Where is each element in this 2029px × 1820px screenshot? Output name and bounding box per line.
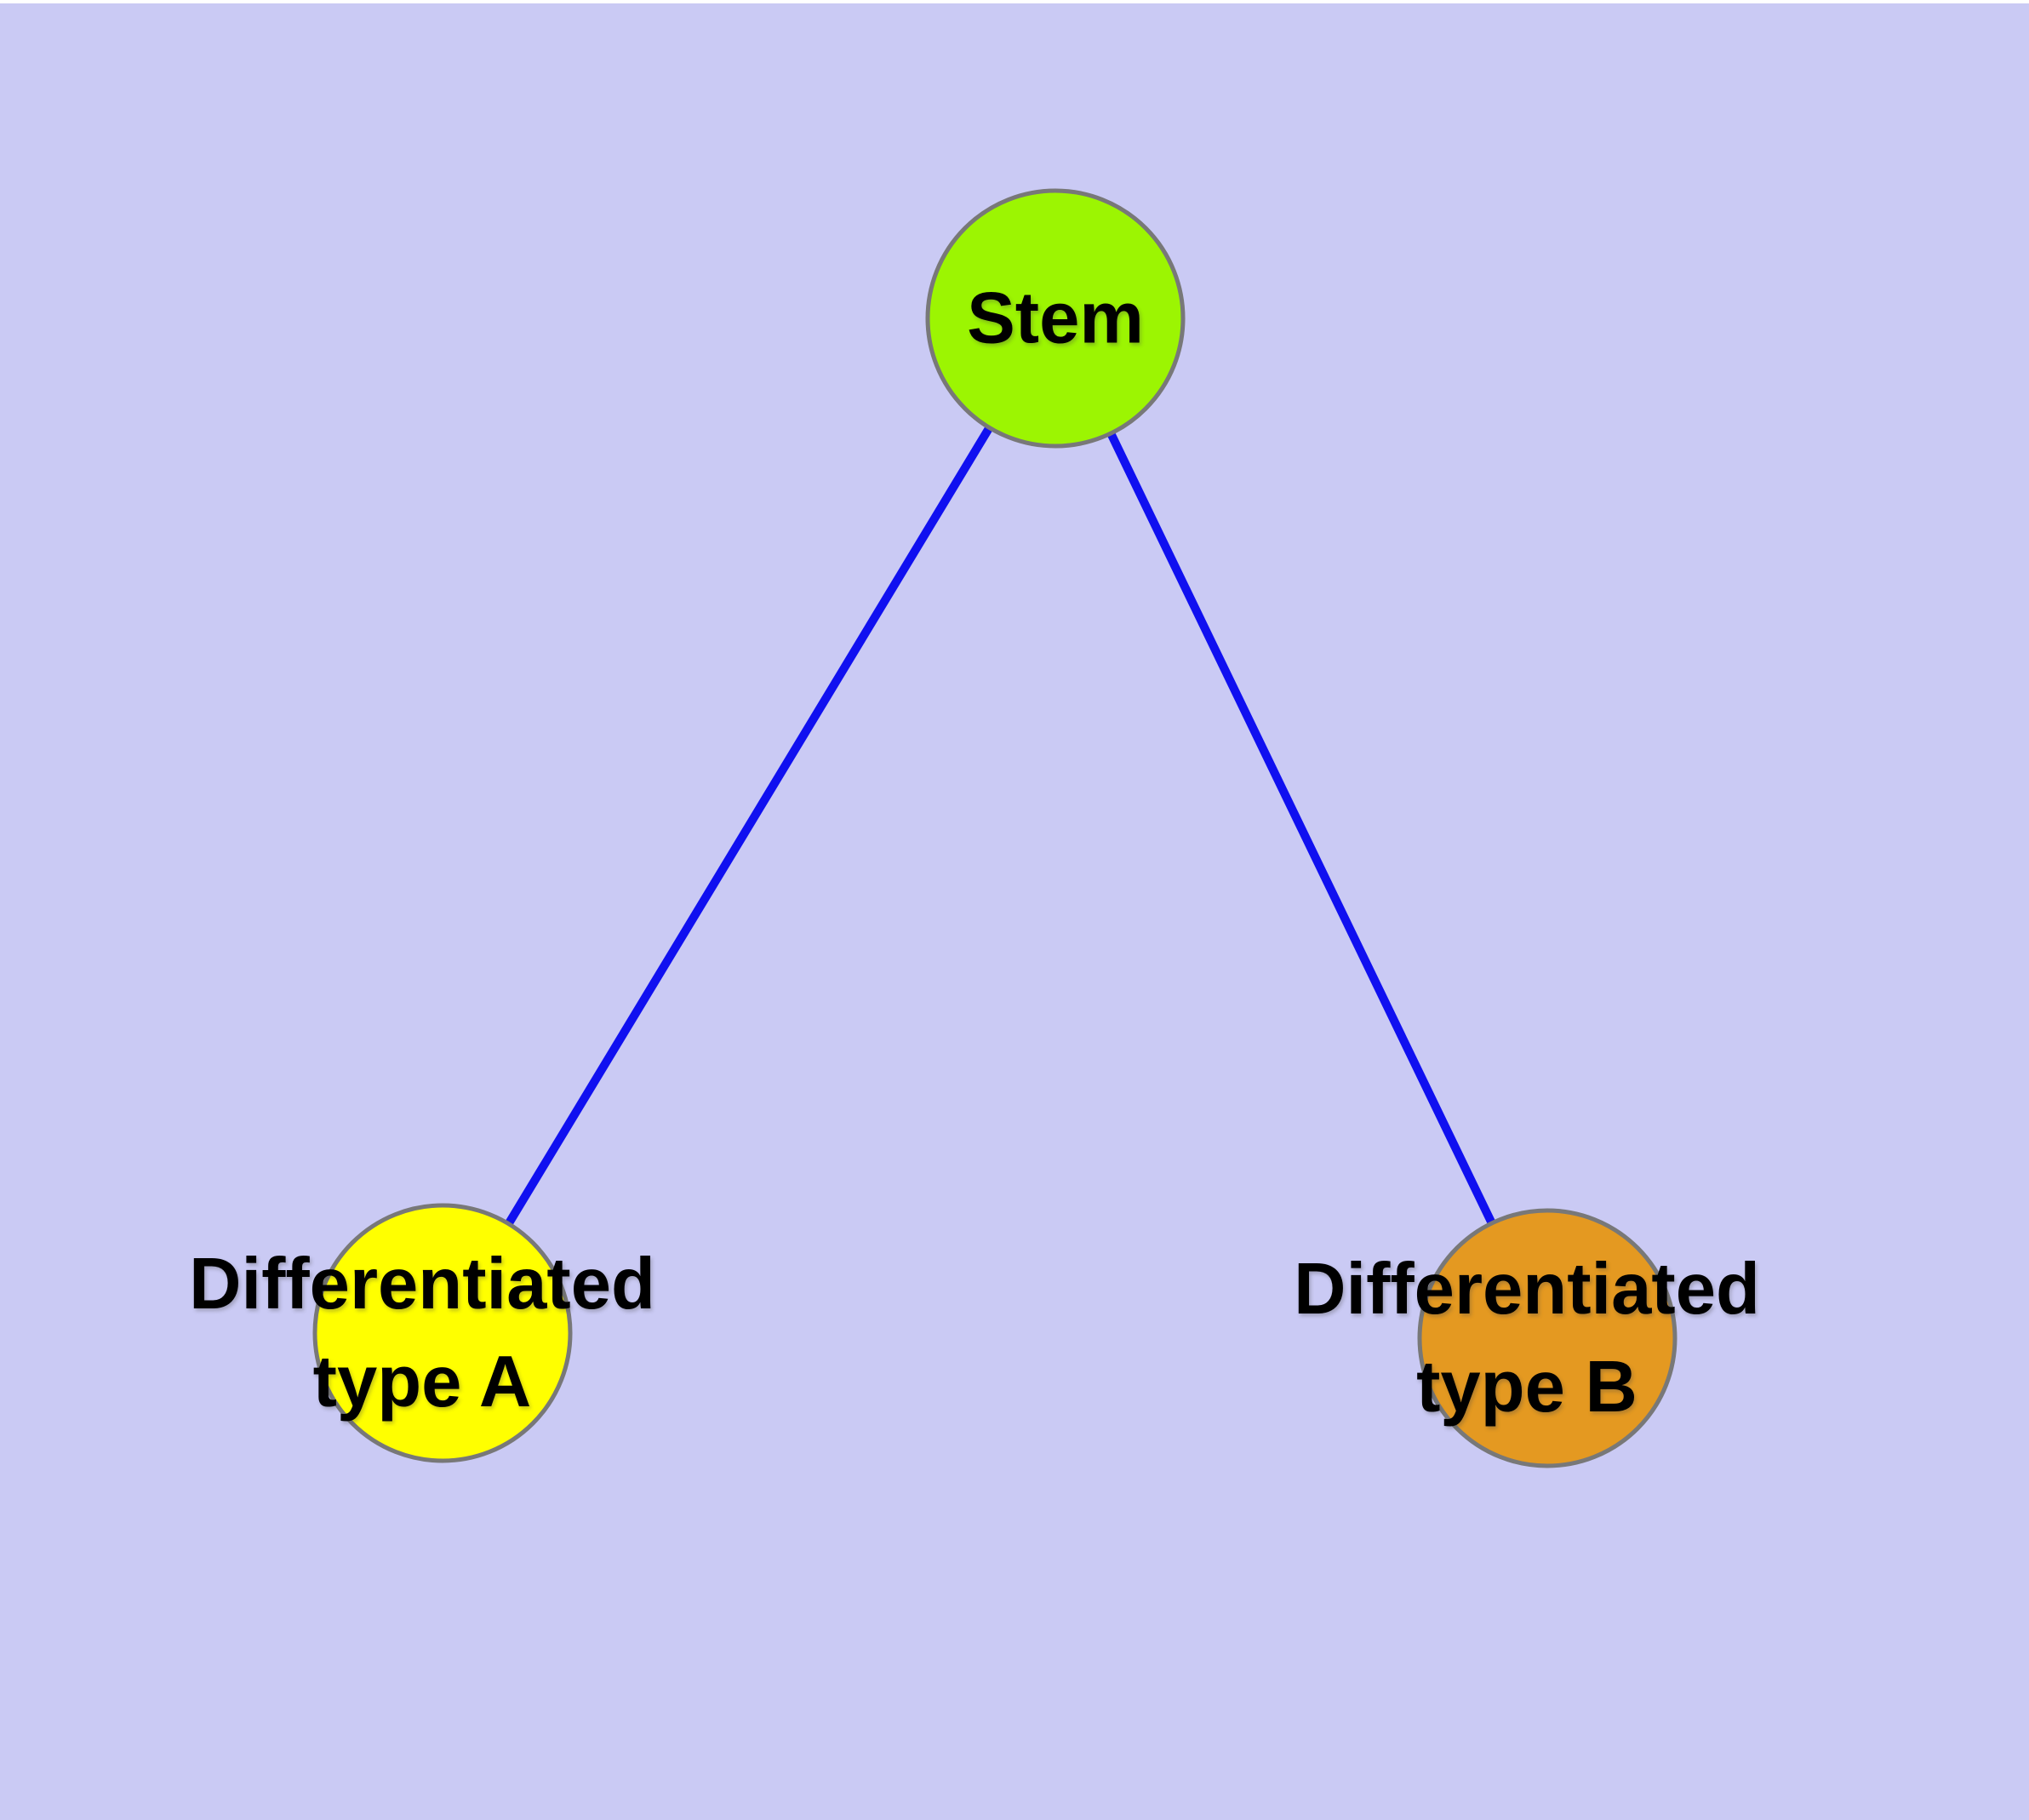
node-type-b[interactable]	[1417, 1208, 1677, 1468]
edge-stem-to-type-b[interactable]	[1051, 316, 1552, 1341]
node-stem[interactable]	[925, 188, 1186, 449]
node-type-b-label-line2: type B	[1416, 1347, 1637, 1428]
node-type-a-label-line2: type A	[312, 1342, 532, 1422]
edge-stem-to-type-a[interactable]	[438, 316, 1060, 1336]
node-type-b-label[interactable]: Differentiated type B	[1294, 1240, 1760, 1436]
node-stem-label[interactable]: Stem	[967, 270, 1144, 368]
window-top-edge	[0, 0, 2029, 3]
node-type-a-label-line1: Differentiated	[189, 1244, 655, 1325]
node-type-a[interactable]	[312, 1203, 573, 1463]
node-type-a-label[interactable]: Differentiated type A	[189, 1235, 655, 1431]
node-stem-label-text: Stem	[967, 278, 1144, 359]
node-type-b-label-line1: Differentiated	[1294, 1249, 1760, 1330]
